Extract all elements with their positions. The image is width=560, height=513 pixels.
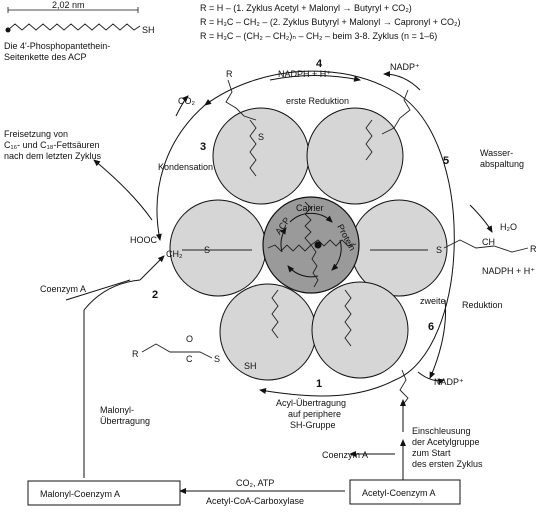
malonyl-transfer-line1: Malonyl- bbox=[100, 405, 134, 415]
r-top-label: R bbox=[226, 69, 233, 79]
acetyl-coa-box bbox=[349, 479, 461, 505]
cycle-arrow-right bbox=[394, 91, 455, 381]
sh-bottom-label: SH bbox=[244, 361, 257, 371]
step-5: 5 bbox=[443, 155, 449, 167]
second-label: zweite bbox=[420, 296, 446, 306]
dehydration-label-line1: Wasser- bbox=[480, 148, 513, 158]
malonyl-coa-box bbox=[27, 480, 181, 506]
r-definition-3: R = H₃C – (CH₂ – CH₂)ₙ – CH₂ – beim 3-8.… bbox=[200, 31, 437, 41]
s-left-label: S bbox=[204, 245, 210, 255]
s-top-label: S bbox=[258, 132, 264, 142]
chain-description-line1: Die 4'-Phosphopantethein- bbox=[4, 41, 110, 51]
enzyme-complex bbox=[169, 107, 448, 381]
nadp-right-arrow bbox=[417, 371, 445, 385]
entry-label-line3: zum Start bbox=[412, 448, 451, 458]
second-reduction-arrow bbox=[429, 299, 447, 379]
step-3: 3 bbox=[200, 141, 206, 153]
centre-pivot bbox=[314, 241, 322, 249]
coenzyme-a-left-line bbox=[65, 279, 131, 301]
carrier-label: Carrier bbox=[296, 203, 324, 213]
chemical-fragments: HOOC CH₂ S S CH R R O C S SH R S bbox=[130, 69, 537, 407]
malonyl-coa-curve bbox=[83, 279, 141, 311]
release-label-line2: C₁₆- und C₁₈-Fettsäuren bbox=[4, 140, 99, 150]
nadp-top-label: NADP⁺ bbox=[390, 62, 420, 72]
chain-sh-label: SH bbox=[142, 25, 155, 35]
fatty-acid-release-arrow bbox=[93, 159, 153, 221]
co2-release-arrow bbox=[175, 95, 189, 117]
acyl-transfer-line3: SH-Gruppe bbox=[290, 420, 336, 430]
domain-bottom-left bbox=[219, 283, 317, 381]
co2-atp-label: CO₂, ATP bbox=[236, 478, 274, 488]
domain-top-left bbox=[212, 107, 310, 205]
domain-right bbox=[350, 199, 448, 297]
domain-top-right bbox=[306, 107, 404, 205]
dehydration-label-line2: abspaltung bbox=[480, 159, 524, 169]
acyl-transfer-line1: Acyl-Übertragung bbox=[276, 398, 346, 408]
entry-label-line4: des ersten Zyklus bbox=[412, 459, 483, 469]
nadph-top-label: NADPH + H⁺ bbox=[278, 69, 331, 79]
s-bottom-label: S bbox=[214, 354, 220, 364]
r-right-label: R bbox=[530, 244, 537, 254]
c-bottom-label: C bbox=[186, 354, 193, 364]
domain-left bbox=[169, 199, 267, 297]
r-definition-1: R = H – (1. Zyklus Acetyl + Malonyl → Bu… bbox=[200, 3, 412, 13]
step-4: 4 bbox=[316, 58, 323, 70]
coenzyme-a-left-label: Coenzym A bbox=[40, 284, 86, 294]
malonyl-coa-label: Malonyl-Coenzym A bbox=[40, 489, 120, 499]
release-label-line1: Freisetzung von bbox=[4, 129, 68, 139]
s-right-label: S bbox=[436, 245, 442, 255]
nadph-right-label: NADPH + H⁺ bbox=[482, 266, 535, 276]
r-definition-2: R = H₃C – CH₂ – (2. Zyklus Butyryl + Mal… bbox=[200, 17, 460, 27]
h2o-label: H₂O bbox=[500, 222, 517, 232]
co2-top-label: CO₂ bbox=[178, 96, 196, 106]
nadph-top-arrow bbox=[269, 75, 361, 82]
step-2: 2 bbox=[152, 289, 158, 301]
chain-description-line2: Seitenkette des ACP bbox=[4, 52, 87, 62]
acetyl-coa-label: Acetyl-Coenzym A bbox=[362, 488, 436, 498]
ch2-left-label: CH₂ bbox=[166, 249, 183, 259]
cycle-arrow-top bbox=[204, 70, 396, 106]
ch-right-label: CH bbox=[482, 237, 495, 247]
reduction-label: Reduktion bbox=[462, 300, 503, 310]
acyl-transfer-line2: auf periphere bbox=[288, 409, 341, 419]
malonyl-transfer-line2: Übertragung bbox=[100, 416, 150, 426]
entry-label-line2: der Acetylgruppe bbox=[412, 437, 480, 447]
nadp-right-label: NADP⁺ bbox=[434, 377, 464, 387]
cycle-arrow-left bbox=[155, 104, 206, 241]
phosphopantetheine-chain bbox=[5, 7, 141, 33]
o-bottom-label: O bbox=[186, 334, 193, 344]
step-6: 6 bbox=[428, 321, 434, 333]
nadp-top-arrow bbox=[383, 71, 421, 91]
peripheral-chains bbox=[182, 119, 428, 347]
first-reduction-label: erste Reduktion bbox=[286, 96, 349, 106]
water-arrow bbox=[469, 204, 493, 233]
hooc-label: HOOC bbox=[130, 235, 158, 245]
step-1: 1 bbox=[316, 378, 322, 390]
release-label-line3: nach dem letzten Zyklus bbox=[4, 151, 102, 161]
malonyl-transfer-arrow bbox=[139, 255, 165, 281]
carboxylase-label: Acetyl-CoA-Carboxylase bbox=[206, 496, 304, 506]
domain-bottom-right bbox=[311, 281, 409, 379]
chain-length-label: 2,02 nm bbox=[52, 0, 85, 10]
r-bottom-label: R bbox=[132, 349, 139, 359]
condensation-label: Kondensation bbox=[158, 162, 213, 172]
acp-arms bbox=[267, 201, 357, 288]
coenzyme-a-right-label: Coenzym A bbox=[322, 450, 368, 460]
entry-label-line1: Einschleusung bbox=[412, 426, 471, 436]
cycle-arrow-bottom bbox=[259, 379, 396, 397]
